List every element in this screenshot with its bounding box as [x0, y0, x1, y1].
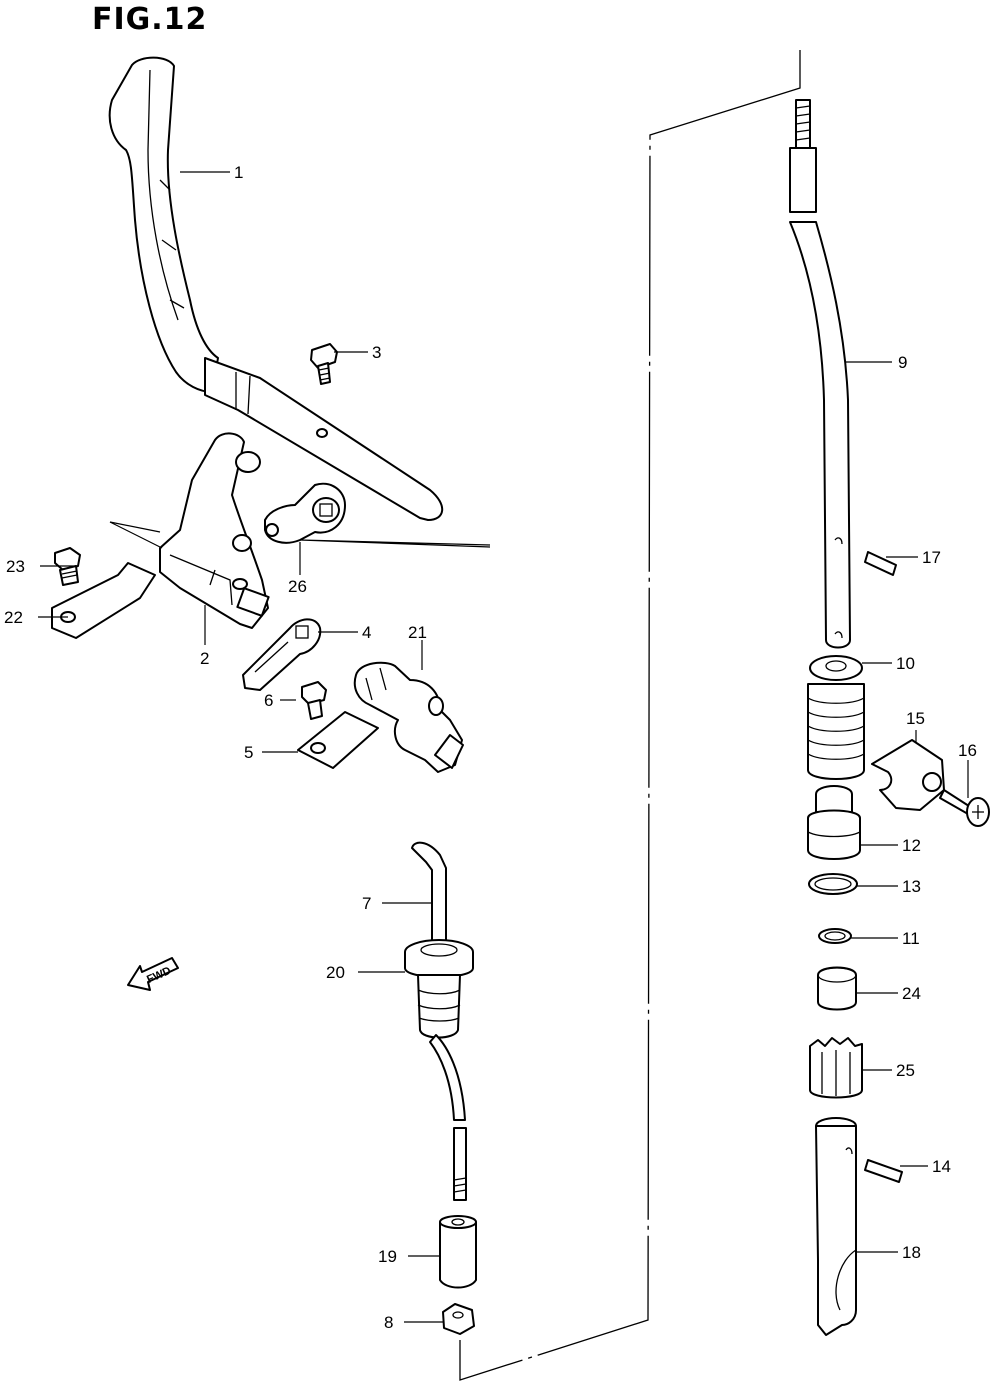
- callout-23: 23: [6, 557, 25, 576]
- part-7-rod: [411, 841, 447, 951]
- callout-21: 21: [408, 623, 427, 642]
- callout-26: 26: [288, 577, 307, 596]
- part-4-link: [242, 618, 322, 691]
- callout-4: 4: [362, 623, 371, 642]
- part-18-lower-shaft: [815, 1117, 857, 1336]
- callout-16: 16: [958, 741, 977, 760]
- part-17-pin: [864, 551, 897, 576]
- part-6-bolt: [301, 681, 327, 720]
- part-14-pin: [864, 1159, 903, 1183]
- callout-10: 10: [896, 654, 915, 673]
- callout-1: 1: [234, 163, 243, 182]
- callout-8: 8: [384, 1313, 393, 1332]
- callout-24: 24: [902, 984, 921, 1003]
- callout-25: 25: [896, 1061, 915, 1080]
- part-1-shift-handle: [108, 56, 444, 521]
- callout-3: 3: [372, 343, 381, 362]
- assembly-boundary-line: [459, 50, 801, 1381]
- callout-13: 13: [902, 877, 921, 896]
- part-10-boot: [807, 655, 865, 780]
- callout-19: 19: [378, 1247, 397, 1266]
- callout-2: 2: [200, 649, 209, 668]
- callout-20: 20: [326, 963, 345, 982]
- part-12-bushing: [807, 785, 861, 860]
- part-11-washer: [818, 928, 852, 944]
- callout-9: 9: [898, 353, 907, 372]
- part-25-spline-nut: [809, 1037, 863, 1099]
- part-20-grommet: [404, 939, 474, 1121]
- leader-lines: [38, 171, 969, 1323]
- part-2-shift-bracket: [109, 432, 270, 629]
- callout-17: 17: [922, 548, 941, 567]
- callout-14: 14: [932, 1157, 951, 1176]
- fwd-arrow-badge: FWD: [127, 957, 179, 991]
- part-3-bolt: [310, 343, 338, 385]
- callout-18: 18: [902, 1243, 921, 1262]
- callout-11: 11: [902, 929, 920, 948]
- callout-12: 12: [902, 836, 921, 855]
- callout-6: 6: [264, 691, 273, 710]
- callout-22: 22: [4, 608, 23, 627]
- part-5-plate: [297, 711, 379, 769]
- part-9-shift-rod: [789, 99, 851, 649]
- callout-labels: 1 2 3 4 5 6 7 8 9 10 11 12 13 14 15 16 1…: [4, 163, 977, 1332]
- part-15-clamp: [871, 739, 945, 811]
- rod-lower-segment: [453, 1127, 467, 1201]
- part-13-o-ring: [808, 873, 858, 895]
- figure-title: FIG.12: [92, 2, 208, 37]
- part-8-nut: [442, 1303, 475, 1335]
- callout-5: 5: [244, 743, 253, 762]
- part-26-joint: [264, 482, 491, 548]
- part-16-screw: [939, 789, 990, 827]
- callout-7: 7: [362, 894, 371, 913]
- part-21-cam: [353, 661, 464, 773]
- callout-15: 15: [906, 709, 925, 728]
- part-19-sleeve: [439, 1215, 477, 1289]
- part-24-collar: [817, 966, 857, 1011]
